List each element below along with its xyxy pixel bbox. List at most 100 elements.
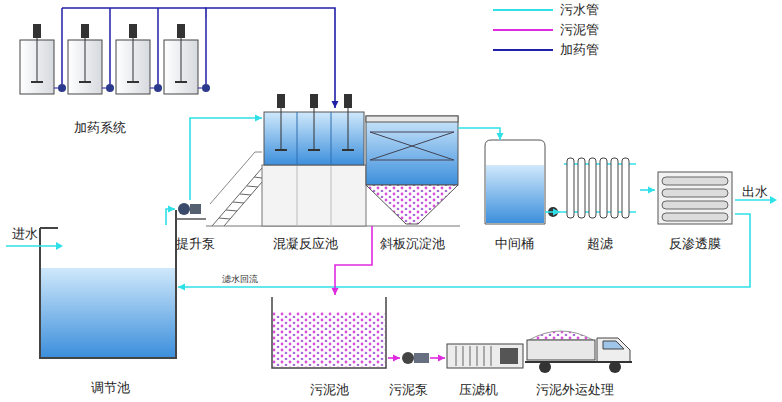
pipe-line xyxy=(458,128,500,140)
stair-step xyxy=(247,186,258,187)
flow-label: 进水 xyxy=(12,226,38,241)
equipment-label: 提升泵 xyxy=(176,236,215,251)
support-line xyxy=(331,165,332,226)
truck-cab xyxy=(597,338,630,362)
mixer-motor xyxy=(177,24,185,38)
mixer-shaft xyxy=(281,108,282,150)
dosing-pipe xyxy=(54,88,58,89)
mixer-shaft xyxy=(37,38,38,82)
mixer-motor xyxy=(344,94,352,108)
pipe-connector xyxy=(332,226,373,295)
mixer-motor xyxy=(310,94,318,108)
dosing-pipe xyxy=(198,88,202,89)
press-plate xyxy=(456,346,457,366)
arrow-head xyxy=(497,133,504,140)
uf-tube xyxy=(589,158,596,218)
uf-tube xyxy=(622,158,629,218)
pipe-connector xyxy=(178,214,750,291)
pipe-label: 滤水回流 xyxy=(221,274,259,285)
plate-frame xyxy=(370,160,454,161)
tank-divider xyxy=(297,112,298,165)
arrow-head xyxy=(438,355,445,362)
ro-membrane xyxy=(662,213,728,221)
tank-body xyxy=(485,140,545,224)
handrail xyxy=(210,152,262,204)
pipe-connector xyxy=(166,206,175,226)
equalization-tank: 调节池 xyxy=(38,225,178,360)
mixer-motor xyxy=(129,24,137,38)
mixer-blade xyxy=(342,149,354,151)
inflow-arrow xyxy=(56,242,63,250)
filter-press xyxy=(447,344,523,368)
mixer-shaft xyxy=(348,108,349,150)
stair-step xyxy=(233,202,244,203)
tank-divider xyxy=(331,112,332,165)
mixer-shaft xyxy=(181,38,182,82)
stair-rail xyxy=(212,168,262,226)
truck xyxy=(525,331,632,373)
pipe-connector xyxy=(206,8,339,108)
inclined-plate xyxy=(370,132,454,160)
press-frame xyxy=(447,344,523,368)
lift-pump: 提升泵 xyxy=(175,200,201,218)
sludge-fill xyxy=(273,312,385,367)
dosing-pipe xyxy=(150,88,154,89)
truck-bed xyxy=(527,340,595,360)
press-plate xyxy=(470,346,471,366)
settling-tank: 斜板沉淀池 xyxy=(366,116,458,226)
pump-body xyxy=(178,203,190,215)
truck-window xyxy=(603,341,624,349)
ro-membrane xyxy=(662,177,728,185)
mixer-blade xyxy=(79,81,91,83)
arrow-head xyxy=(255,115,262,122)
dosing-pump xyxy=(106,84,114,92)
legend-label: 加药管 xyxy=(560,42,599,57)
lift-pump xyxy=(176,203,206,219)
equipment-label: 反渗透膜 xyxy=(669,236,721,251)
settler-rim xyxy=(366,116,458,122)
dosing-pipe xyxy=(205,18,207,84)
dosing-pump xyxy=(154,84,162,92)
pump-motor xyxy=(190,204,201,214)
pipe-line xyxy=(190,118,262,200)
equipment-label: 污泥泵 xyxy=(389,382,428,397)
mixer-motor xyxy=(277,94,285,108)
pipe-line xyxy=(178,214,750,287)
arrow-head xyxy=(332,101,339,108)
dosing-system: 加药系统 xyxy=(18,18,210,94)
arrow-head xyxy=(648,187,655,194)
dosing-bus xyxy=(62,7,206,9)
uf-tube xyxy=(600,158,607,218)
arrow-head xyxy=(553,209,560,216)
mixer-motor xyxy=(81,24,89,38)
dosing-pump xyxy=(58,84,66,92)
inclined-plate xyxy=(370,132,454,160)
pump-body xyxy=(402,352,414,364)
inflow-pipe xyxy=(6,245,56,247)
stair-step xyxy=(254,177,262,178)
uf-modules xyxy=(560,158,636,218)
equipment-label: 调节池 xyxy=(91,380,130,395)
legend-swatch xyxy=(493,29,553,31)
outflow-pipe xyxy=(735,199,770,201)
press-cylinder xyxy=(500,348,518,364)
equipment-label: 斜板沉淀池 xyxy=(380,236,445,251)
sludge-hopper xyxy=(366,185,458,224)
press-plate xyxy=(477,346,478,366)
settler xyxy=(366,116,458,224)
arrow-head xyxy=(178,284,185,291)
intermediate-tank: 中间桶 xyxy=(483,140,545,226)
dosing-tanks xyxy=(20,8,210,94)
mixer-shaft xyxy=(85,38,86,82)
arrow-head xyxy=(168,206,175,213)
dosing-pump xyxy=(202,84,210,92)
ro-membrane xyxy=(662,189,728,197)
sludge-pump: 污泥泵 xyxy=(400,350,430,366)
pipe-connector xyxy=(640,187,655,194)
mixer-shaft xyxy=(133,38,134,82)
ro-membrane: 反渗透膜 xyxy=(655,168,735,226)
support-line xyxy=(297,165,298,226)
mixer-blade xyxy=(308,149,320,151)
